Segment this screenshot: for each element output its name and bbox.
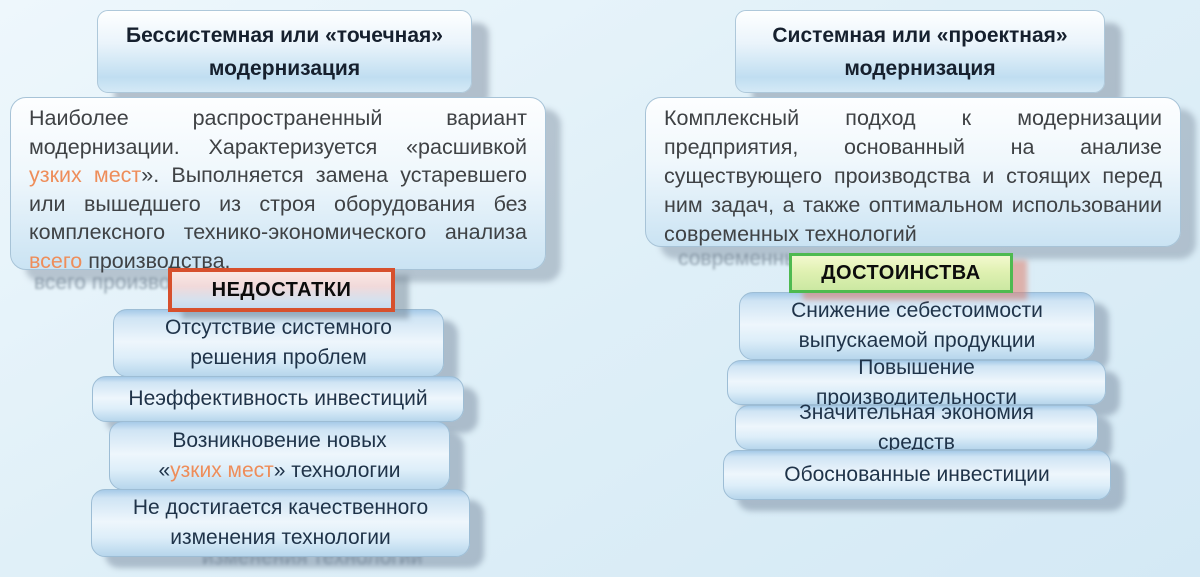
right-header-label: Системная или «проектная» модернизация xyxy=(772,23,1068,80)
right-paragraph-line: предприятия, основанный на анализе xyxy=(664,133,1162,162)
right-header-box: Системная или «проектная» модернизация xyxy=(735,10,1105,93)
left-description-box: Наиболее распространенный вариант модерн… xyxy=(10,97,546,273)
advantage-item-4: Обоснованные инвестиции xyxy=(723,450,1111,500)
badge-label: НЕДОСТАТКИ xyxy=(211,278,352,301)
disadvantage-item-3: Возникновение новых «узких мест» техноло… xyxy=(109,421,450,490)
text-segment: ним задач, а также оптимальном использов… xyxy=(664,193,1162,217)
text-segment: существующего производства и стоящих пер… xyxy=(664,164,1162,188)
disadvantage-item-1: Отсутствие системного решения проблем xyxy=(113,309,444,377)
left-paragraph-line: модернизации. Характеризуется «расшивкой xyxy=(29,133,527,162)
accent-text-segment: узких мест xyxy=(170,458,274,482)
item-label: Отсутствие системного решения проблем xyxy=(164,316,392,369)
right-paragraph-line: ним задач, а также оптимальном использов… xyxy=(664,191,1162,220)
item-label: Неэффективность инвестиций xyxy=(128,387,428,410)
text-segment: комплексного технико-экономического анал… xyxy=(29,220,527,244)
advantage-item-1: Снижение себестоимости выпускаемой проду… xyxy=(739,292,1095,360)
left-paragraph-line: узких мест». Выполняется замена устаревш… xyxy=(29,161,527,190)
item-label: Значительная экономия средств xyxy=(799,400,1034,454)
item-label: Обоснованные инвестиции xyxy=(784,463,1050,486)
advantage-item-3: Значительная экономия средств xyxy=(735,401,1098,454)
disadvantage-item-2: Неэффективность инвестиций xyxy=(92,376,464,422)
left-paragraph-line: Наиболее распространенный вариант xyxy=(29,104,527,133)
text-segment: Наиболее распространенный вариант xyxy=(29,106,527,130)
left-header-box: Бессистемная или «точечная» модернизация xyxy=(97,10,472,93)
left-paragraph-line: комплексного технико-экономического анал… xyxy=(29,218,527,247)
item-label: Снижение себестоимости выпускаемой проду… xyxy=(791,299,1043,352)
right-paragraph-line: современных технологий xyxy=(664,220,1162,249)
text-segment: современных технологий xyxy=(664,222,917,246)
accent-text-segment: всего xyxy=(29,248,83,273)
text-segment: модернизации. Характеризуется «расшивкой xyxy=(29,134,527,159)
advantage-item-2: Повышение производительности xyxy=(727,356,1106,409)
accent-text-segment: узких мест xyxy=(29,163,142,187)
item-label: Возникновение новых «узких мест» техноло… xyxy=(138,426,421,486)
right-paragraph-shadow-text: современных xyxy=(678,247,810,270)
disadvantage-item-4: Не достигается качественного изменения т… xyxy=(91,489,470,557)
left-paragraph-line: или вышедшего из строя оборудования без xyxy=(29,190,527,219)
right-paragraph-line: Комплексный подход к модернизации xyxy=(664,104,1162,133)
text-segment: » технологии xyxy=(273,458,401,482)
right-paragraph-line: существующего производства и стоящих пер… xyxy=(664,162,1162,191)
left-header-label: Бессистемная или «точечная» модернизация xyxy=(126,23,443,80)
badge-label: ДОСТОИНСТВА xyxy=(821,261,981,284)
text-segment: предприятия, основанный на анализе xyxy=(664,135,1162,159)
advantages-badge: ДОСТОИНСТВА xyxy=(789,253,1013,293)
text-segment: Комплексный подход к модернизации xyxy=(664,106,1162,130)
text-segment: Возникновение новых « xyxy=(158,428,387,482)
text-segment: или вышедшего из строя оборудования без xyxy=(29,191,527,216)
text-segment: ». Выполняется замена устаревшего xyxy=(141,163,527,187)
item-label: Не достигается качественного изменения т… xyxy=(132,496,429,549)
disadvantages-badge: НЕДОСТАТКИ xyxy=(168,268,395,312)
item-label: Повышение производительности xyxy=(816,355,1017,409)
right-description-box: Комплексный подход к модернизации предпр… xyxy=(645,97,1181,247)
